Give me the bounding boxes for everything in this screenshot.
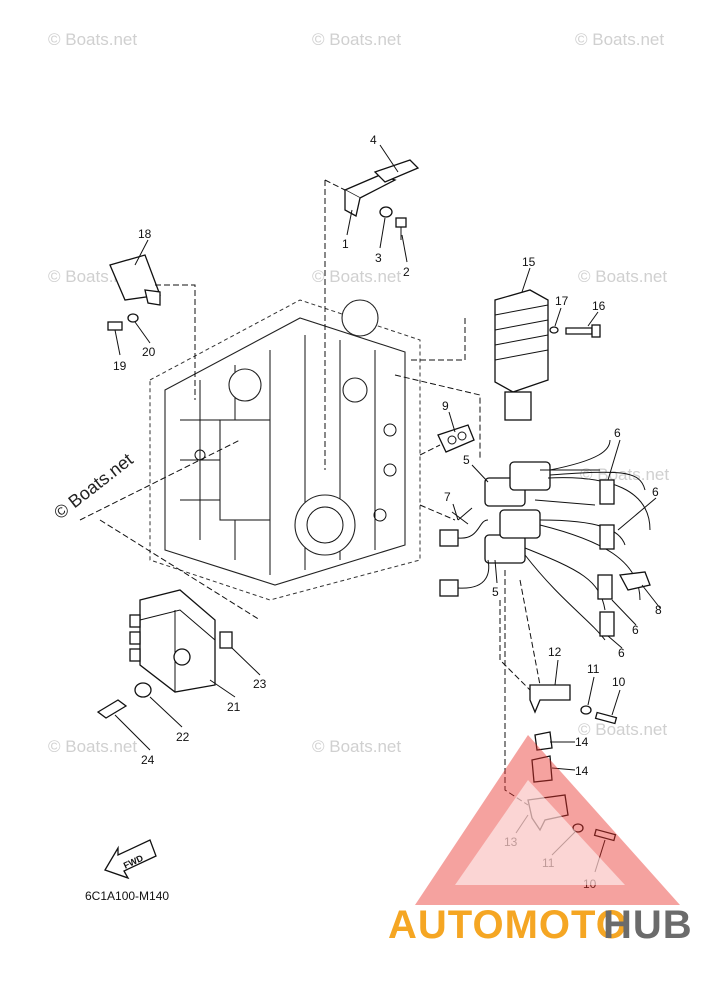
callout-4: 4 [370, 133, 377, 147]
mount-bracket [107, 254, 161, 331]
watermark: © Boats.net [580, 465, 669, 484]
callout-17: 17 [555, 294, 569, 308]
callout-11: 11 [587, 662, 600, 676]
cdi-unit [96, 589, 233, 719]
watermark: © Boats.net [312, 737, 401, 756]
watermark: © Boats.net [578, 720, 667, 739]
reference-lines [79, 179, 541, 806]
callout-5: 5 [463, 453, 470, 467]
callout-2: 2 [403, 265, 410, 279]
callout-6: 6 [618, 646, 625, 660]
watermark: © Boats.net [48, 30, 137, 49]
engine-block [149, 299, 421, 601]
callout-24: 24 [141, 753, 155, 767]
callout-21: 21 [227, 700, 241, 714]
callout-6: 6 [614, 426, 621, 440]
ignition-coils [439, 439, 651, 641]
callouts: 4 1 3 2 18 20 19 15 17 16 9 6 6 5 7 5 8 … [113, 133, 662, 891]
watermarks: © Boats.net © Boats.net © Boats.net © Bo… [48, 30, 669, 756]
callout-23: 23 [253, 677, 267, 691]
watermark: © Boats.net [312, 267, 401, 286]
callout-12: 12 [548, 645, 562, 659]
wire-clamp [437, 424, 475, 453]
callout-7: 7 [444, 490, 451, 504]
logo-text-auto: AUTOMOTO [388, 903, 628, 947]
callout-18: 18 [138, 227, 152, 241]
callout-9: 9 [442, 399, 449, 413]
watermark: © Boats.net [578, 267, 667, 286]
callout-14: 14 [575, 764, 589, 778]
callout-6: 6 [632, 623, 639, 637]
rectifier-regulator [494, 289, 601, 421]
watermark: © Boats.net [575, 30, 664, 49]
callout-10: 10 [612, 675, 626, 689]
diagram-code: 6C1A100-M140 [85, 889, 169, 903]
callout-20: 20 [142, 345, 156, 359]
callout-22: 22 [176, 730, 190, 744]
callout-15: 15 [522, 255, 536, 269]
callout-5: 5 [492, 585, 499, 599]
watermark-dark: © Boats.net [50, 449, 137, 523]
callout-16: 16 [592, 299, 606, 313]
callout-19: 19 [113, 359, 127, 373]
logo-text-hub: HUB [603, 903, 693, 947]
callout-8: 8 [655, 603, 662, 617]
callout-14: 14 [575, 735, 589, 749]
leader-lines [114, 144, 661, 873]
watermark: © Boats.net [48, 737, 137, 756]
sensor-bracket [343, 159, 420, 240]
watermark: © Boats.net [312, 30, 401, 49]
callout-6: 6 [652, 485, 659, 499]
automotohub-logo: AUTOMOTO HUB [388, 735, 693, 947]
fwd-arrow: FWD [104, 839, 157, 880]
callout-1: 1 [342, 237, 349, 251]
callout-3: 3 [375, 251, 382, 265]
